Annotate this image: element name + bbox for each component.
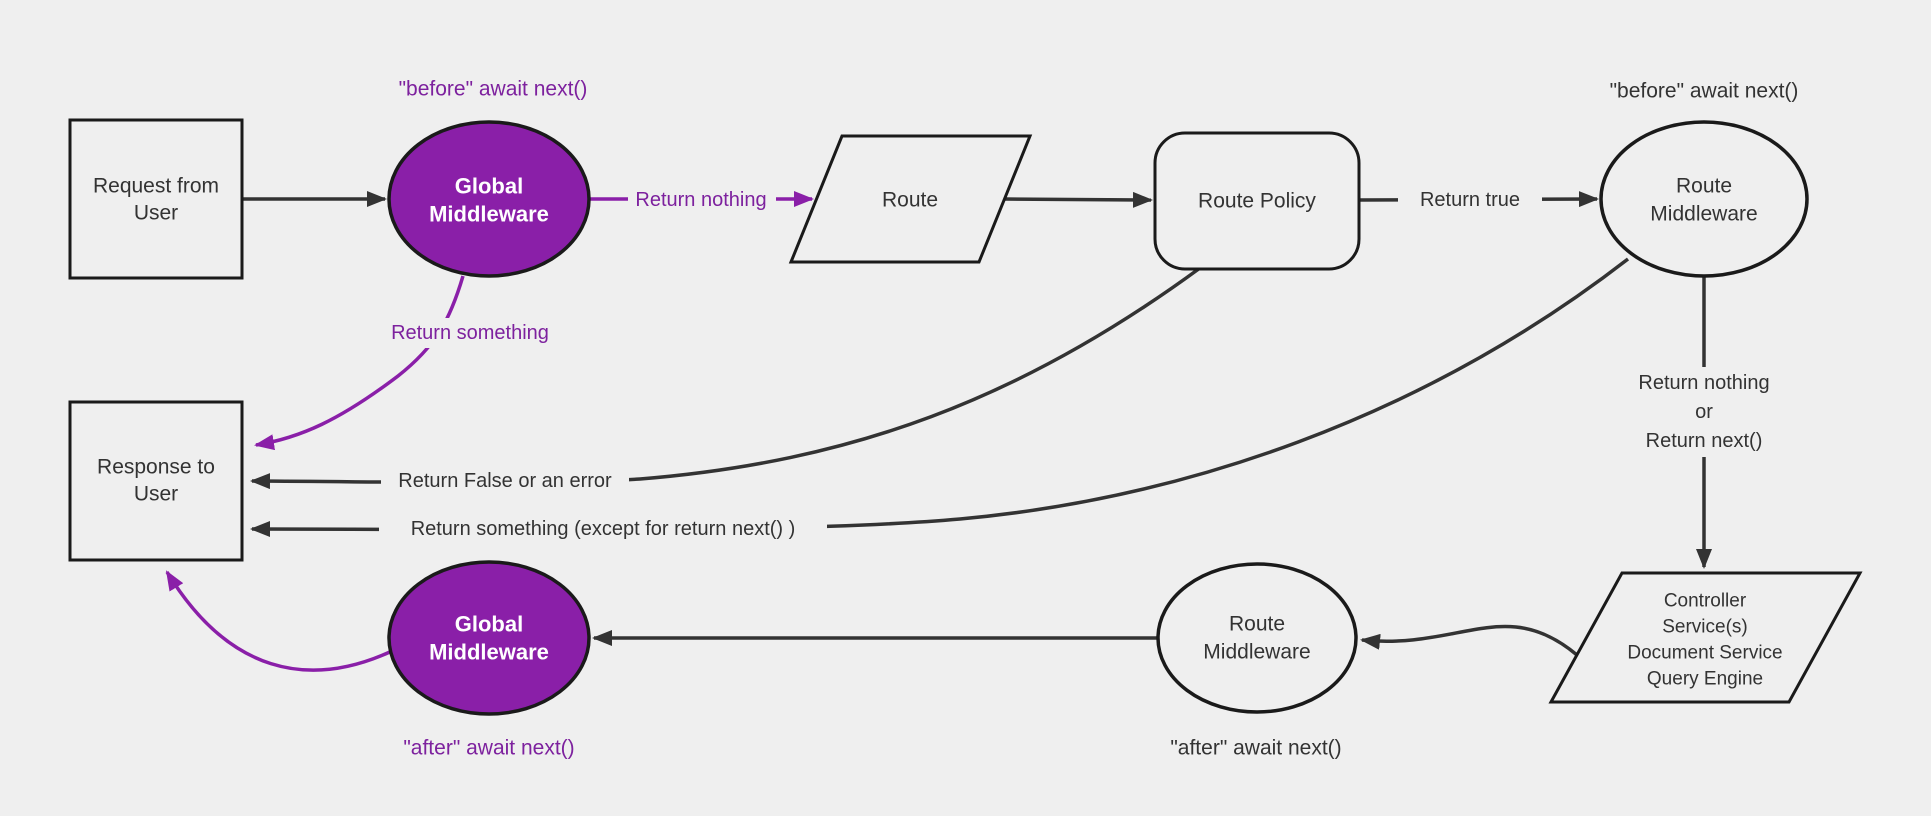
return-nothing-or-label-line1: Return nothing	[1638, 372, 1769, 394]
return-nothing-label: Return nothing	[635, 189, 766, 211]
after-await-route-label: "after" await next()	[1170, 737, 1341, 760]
global-middleware-top-node: Global Middleware	[387, 120, 591, 278]
controller-node: Controller Service(s) Document Service Q…	[1548, 571, 1863, 704]
route-middleware-top-node: Route Middleware	[1599, 120, 1809, 278]
return-false-label-bg	[381, 465, 629, 496]
response-node-label-line2: User	[134, 483, 178, 506]
route-middleware-bottom-label-line2: Middleware	[1203, 641, 1310, 664]
controller-label-line1: Controller	[1664, 591, 1747, 612]
after-await-global-label: "after" await next()	[403, 737, 574, 760]
route-policy-node: Route Policy	[1153, 131, 1361, 271]
return-something-label-bg	[383, 318, 561, 348]
route-node-label: Route	[882, 189, 938, 212]
route-middleware-top-label-line1: Route	[1676, 175, 1732, 198]
global-middleware-bottom-label-line2: Middleware	[429, 640, 549, 665]
global-middleware-top-label-line1: Global	[455, 174, 523, 199]
return-something-except-label: Return something (except for return next…	[411, 518, 796, 540]
return-something-label: Return something	[391, 322, 549, 344]
route-middleware-bottom-label-line1: Route	[1229, 613, 1285, 636]
edge-route-to-policy	[1004, 191, 1153, 208]
response-node: Response to User	[68, 400, 244, 562]
return-nothing-label-bg	[628, 185, 776, 214]
controller-label-line2: Service(s)	[1662, 617, 1748, 638]
request-node-label-line1: Request from	[93, 175, 219, 198]
return-true-label-bg	[1398, 186, 1542, 214]
before-await-route-label: "before" await next()	[1610, 80, 1799, 103]
edge-policy-to-response	[250, 266, 1202, 490]
global-middleware-bottom-node: Global Middleware	[387, 560, 591, 716]
global-middleware-bottom-label-line1: Global	[455, 612, 523, 637]
response-node-label-line1: Response to	[97, 456, 215, 479]
route-middleware-bottom-node: Route Middleware	[1156, 562, 1358, 714]
request-node-label-line2: User	[134, 202, 178, 225]
route-middleware-top-label-line2: Middleware	[1650, 203, 1757, 226]
edge-global-top-to-response	[254, 275, 465, 451]
controller-label-line4: Query Engine	[1647, 669, 1763, 690]
return-something-except-label-bg	[379, 513, 827, 545]
return-nothing-or-label-line2: or	[1695, 401, 1713, 423]
return-true-label: Return true	[1420, 189, 1520, 211]
return-nothing-or-label-line3: Return next()	[1646, 430, 1763, 452]
request-node: Request from User	[68, 118, 244, 280]
return-false-label: Return False or an error	[398, 470, 612, 492]
controller-label-line3: Document Service	[1627, 643, 1782, 664]
route-policy-node-label: Route Policy	[1198, 190, 1316, 213]
global-middleware-top-label-line2: Middleware	[429, 202, 549, 227]
edge-controller-to-route-middleware-bottom	[1360, 624, 1579, 657]
edge-global-bottom-to-response	[165, 570, 393, 672]
before-await-global-label: "before" await next()	[399, 78, 588, 101]
return-nothing-or-label-bg	[1610, 367, 1798, 457]
route-node: Route	[788, 134, 1033, 264]
